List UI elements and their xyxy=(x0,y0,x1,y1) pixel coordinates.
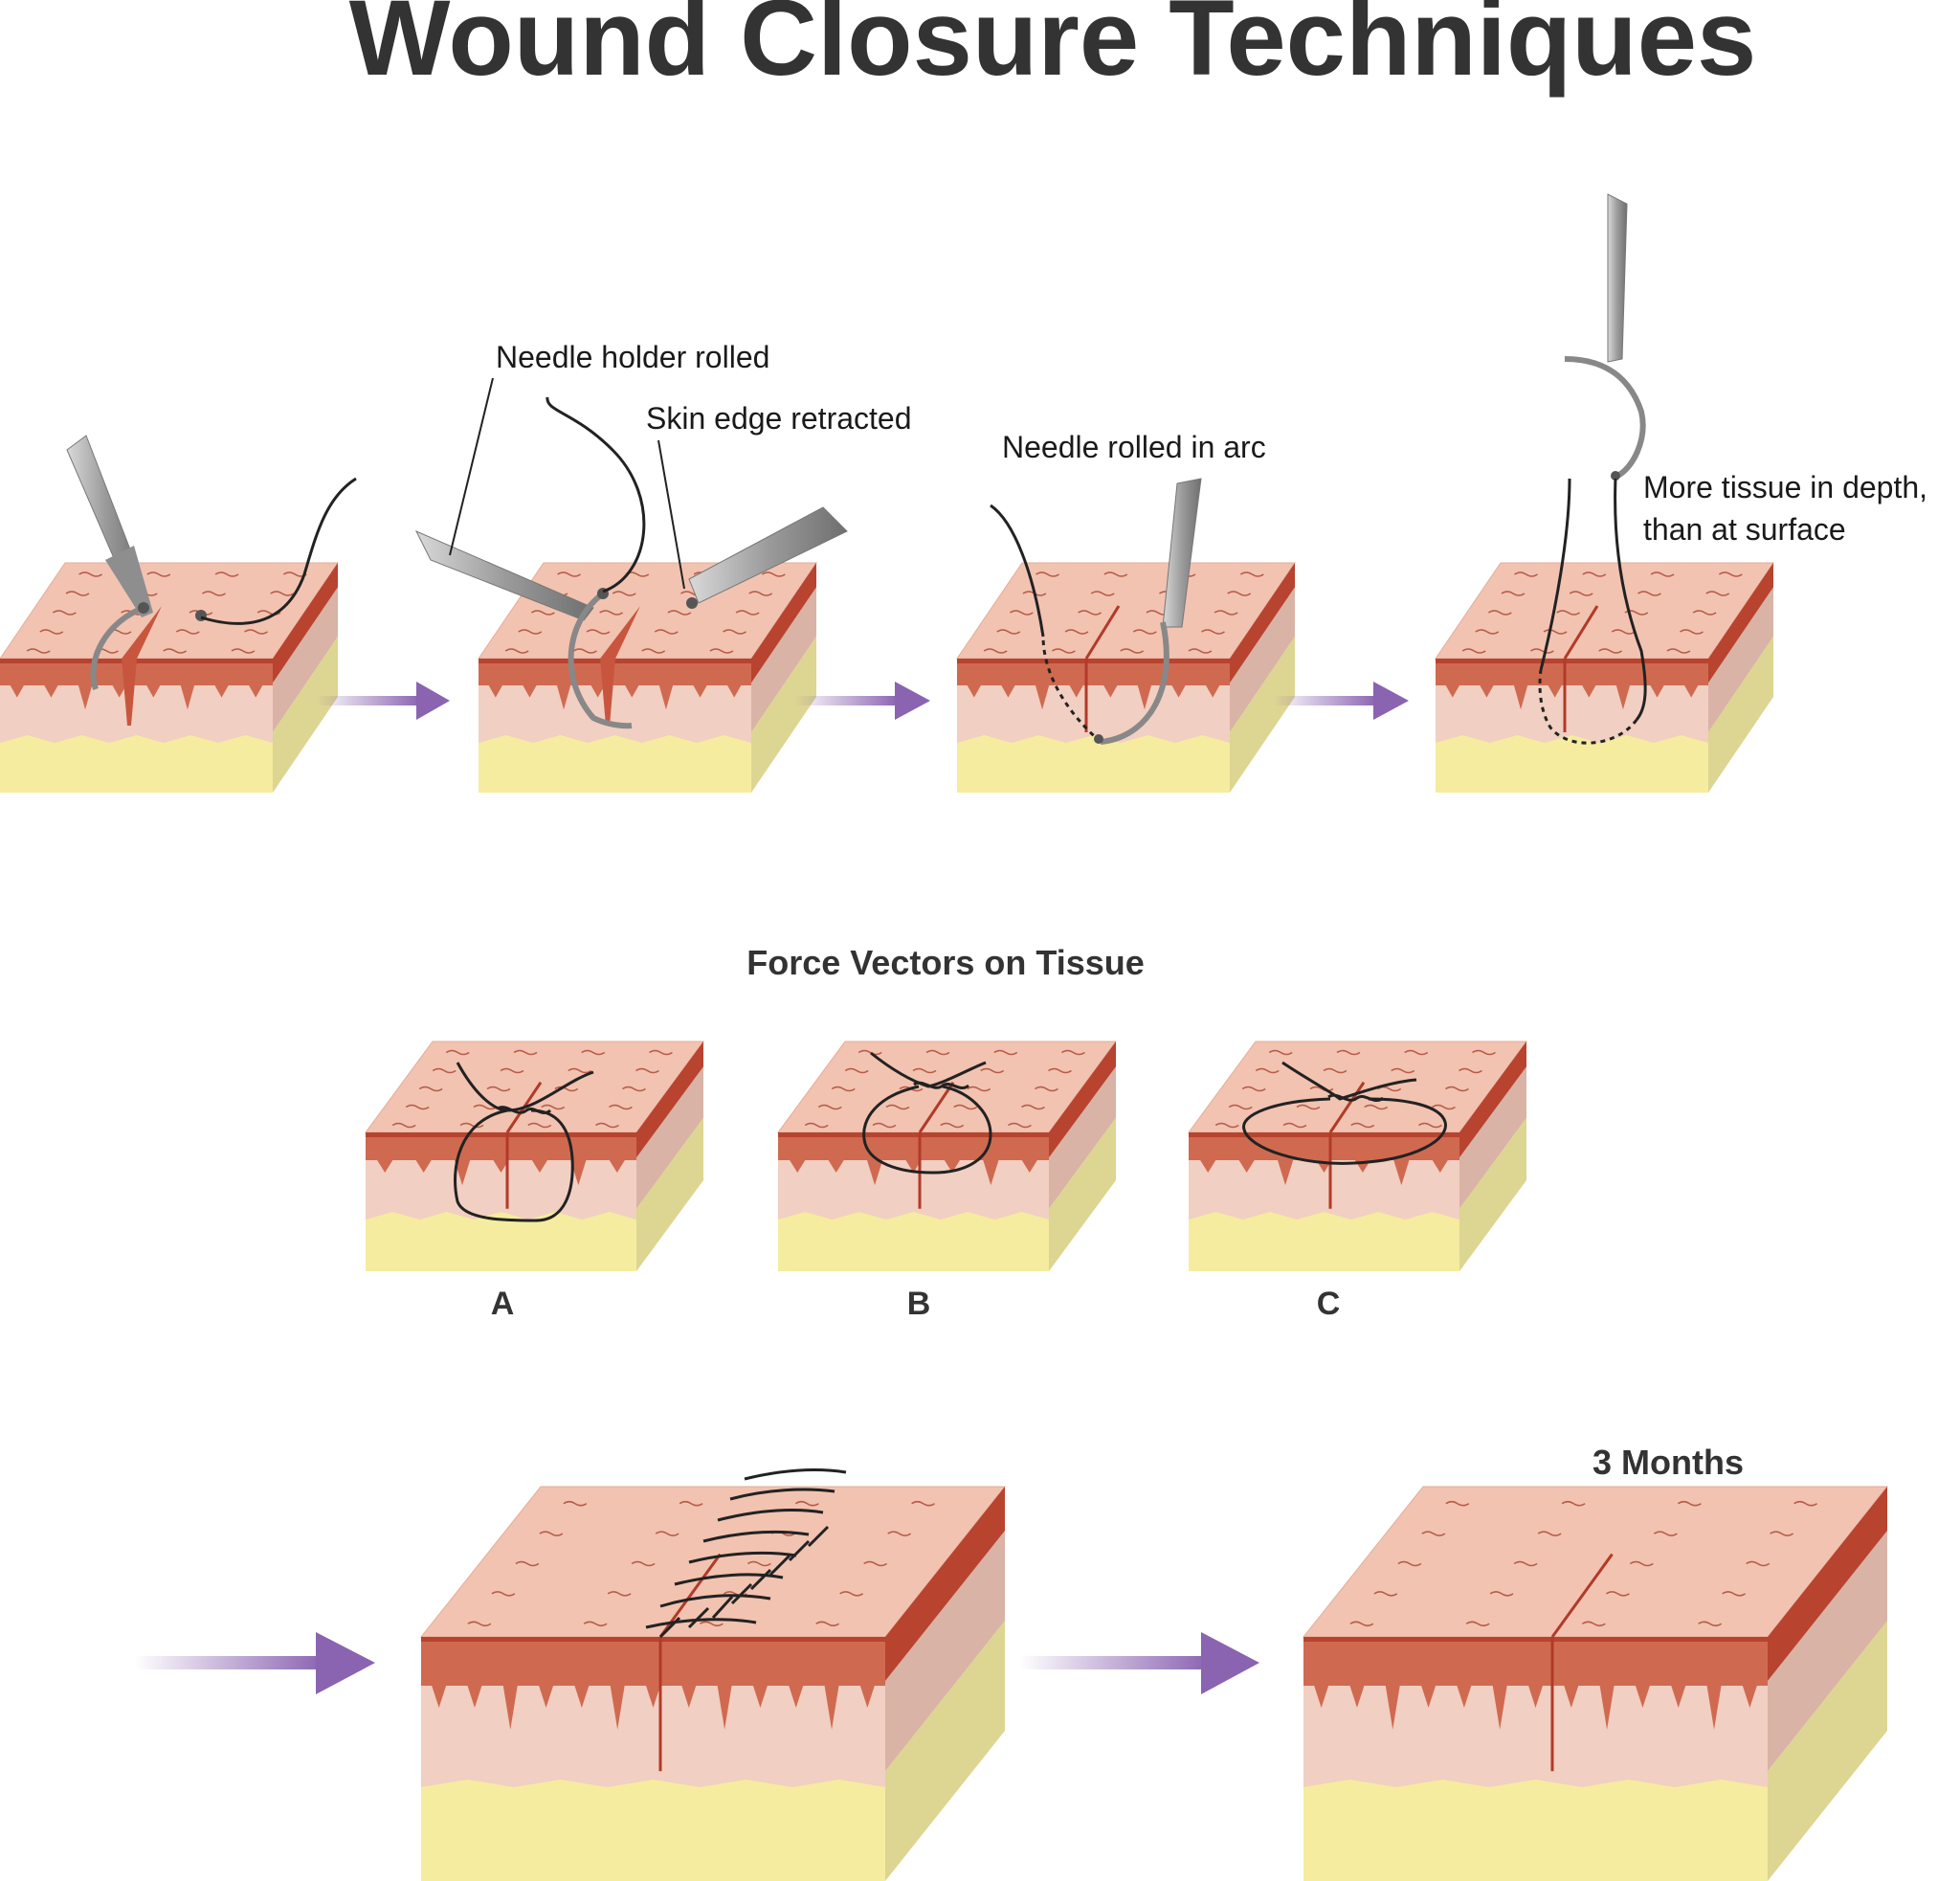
force-vector-a-suture xyxy=(454,1062,594,1222)
suture-thread xyxy=(546,396,646,593)
curved-needle-icon xyxy=(90,605,145,690)
suture-thread xyxy=(1539,478,1571,671)
curved-needle-icon xyxy=(1100,621,1169,745)
skin-block-step1 xyxy=(0,562,339,793)
arrow-step-3 xyxy=(1273,682,1409,720)
arrow-step-2 xyxy=(794,682,930,720)
label-more-tissue-line2: than at surface xyxy=(1643,512,1846,547)
force-vector-b-suture xyxy=(862,1051,992,1175)
needle-holder-icon xyxy=(1607,193,1628,363)
label-c: C xyxy=(1317,1286,1341,1322)
leader-line-skin-edge xyxy=(657,439,685,590)
curved-needle-icon xyxy=(568,591,633,729)
step3-instruments: Needle rolled in arc xyxy=(990,430,1266,745)
leader-line-holder xyxy=(449,377,494,556)
label-a: A xyxy=(491,1286,515,1322)
label-needle-rolled-in-arc: Needle rolled in arc xyxy=(1002,430,1266,464)
force-vector-c-suture xyxy=(1242,1061,1447,1165)
skin-block-step3 xyxy=(956,562,1296,793)
page-title: Wound Closure Techniques xyxy=(349,0,1757,98)
step1-instruments xyxy=(66,435,357,690)
skin-block-healed xyxy=(1302,1486,1889,1881)
step4-instruments: More tissue in depth, than at surface xyxy=(1538,193,1927,745)
arrow-step-1 xyxy=(316,682,450,720)
label-needle-holder-rolled: Needle holder rolled xyxy=(496,340,769,374)
step2-instruments: Needle holder rolled Skin edge retracted xyxy=(414,340,912,729)
three-months-label: 3 Months xyxy=(1592,1443,1744,1482)
curved-needle-icon xyxy=(1564,356,1646,479)
needle-holder-icon xyxy=(1162,478,1202,628)
process-arrows xyxy=(134,682,1409,1694)
force-vectors-heading: Force Vectors on Tissue xyxy=(746,943,1145,982)
label-more-tissue-line1: More tissue in depth, xyxy=(1643,470,1927,504)
forceps-icon xyxy=(688,506,848,604)
label-b: B xyxy=(907,1286,931,1322)
skin-block-sutured xyxy=(419,1486,1007,1881)
arrow-to-sutured xyxy=(134,1632,375,1694)
running-sutures xyxy=(645,1468,847,1639)
label-skin-edge-retracted: Skin edge retracted xyxy=(646,401,912,436)
skin-block-step4 xyxy=(1435,562,1774,793)
suture-thread xyxy=(200,477,357,625)
skin-block-c xyxy=(1188,1041,1527,1271)
skin-block-a xyxy=(365,1041,704,1271)
suture-thread xyxy=(990,504,1045,638)
arrow-to-healed xyxy=(1019,1632,1259,1694)
skin-block-b xyxy=(777,1041,1117,1271)
needle-holder-rolled-icon xyxy=(414,529,594,621)
skin-blocks xyxy=(0,562,1889,1881)
